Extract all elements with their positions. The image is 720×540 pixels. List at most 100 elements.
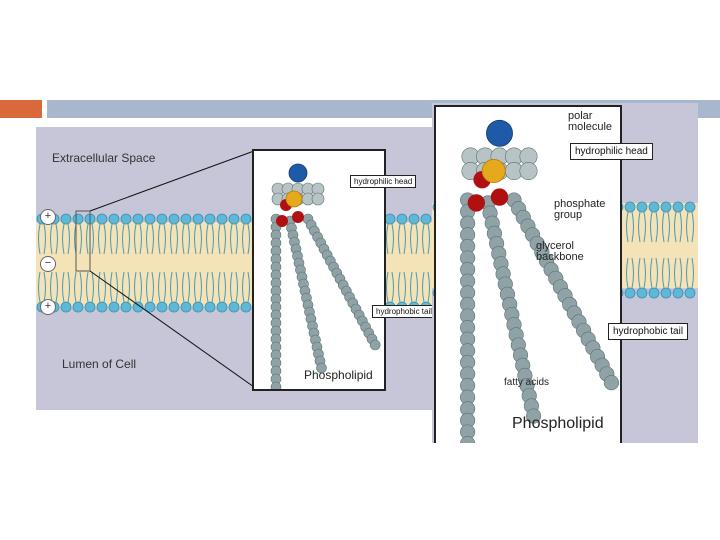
hydrophobic-tail-label: hydrophobic tail xyxy=(608,323,689,340)
lipid-tail xyxy=(398,271,406,303)
lipid-tail xyxy=(422,223,430,255)
inset-title: Phospholipid xyxy=(304,368,373,382)
lipid-tail xyxy=(86,223,94,255)
tail-atom xyxy=(603,375,619,391)
lipid-head xyxy=(168,213,180,225)
lipid-head xyxy=(684,201,696,213)
phospholipid-inset: hydrophilic head hydrophobic tail Phosph… xyxy=(252,149,436,393)
lipid-head xyxy=(672,201,684,213)
lipid-tail xyxy=(182,223,190,255)
lipid-head xyxy=(660,287,672,299)
lipid-head xyxy=(420,213,432,225)
backbone-atom xyxy=(311,192,325,206)
lipid-head xyxy=(144,301,156,313)
lipid-head xyxy=(96,301,108,313)
oxygen-atom xyxy=(467,194,485,212)
lipid-tail xyxy=(194,223,202,255)
lipid-head xyxy=(180,213,192,225)
phospholipid-illustration-small xyxy=(270,163,381,393)
lipid-tail xyxy=(38,223,46,255)
lipid-tail xyxy=(662,257,670,289)
lipid-tail xyxy=(386,271,394,303)
lipid-head xyxy=(108,301,120,313)
lipid-tail xyxy=(62,271,70,303)
lipid-tail xyxy=(98,223,106,255)
lipid-tail xyxy=(74,271,82,303)
lipid-tail xyxy=(422,271,430,303)
lipid-head xyxy=(660,201,672,213)
lipid-tail xyxy=(110,223,118,255)
lipid-tail xyxy=(638,257,646,289)
lipid-tail xyxy=(146,271,154,303)
lipid-tail xyxy=(662,211,670,243)
lipid-head xyxy=(228,213,240,225)
lipid-tail xyxy=(218,223,226,255)
lipid-head xyxy=(132,213,144,225)
hydrophilic-head-label: hydrophilic head xyxy=(570,143,653,160)
lipid-head xyxy=(672,287,684,299)
lipid-head xyxy=(396,213,408,225)
positive-charge-icon-bottom: + xyxy=(40,299,56,315)
lipid-tail xyxy=(170,271,178,303)
detail-figure: polar molecule hydrophilic head phosphat… xyxy=(432,103,698,443)
lipid-head xyxy=(156,301,168,313)
lipid-tail xyxy=(134,271,142,303)
lipid-head xyxy=(60,213,72,225)
lipid-head xyxy=(156,213,168,225)
lipid-head xyxy=(216,301,228,313)
lipid-tail xyxy=(398,223,406,255)
lipid-head xyxy=(408,213,420,225)
backbone-atom xyxy=(519,161,538,180)
accent-bar xyxy=(0,100,42,118)
lipid-head xyxy=(636,287,648,299)
lipid-tail xyxy=(86,271,94,303)
lipid-tail xyxy=(386,223,394,255)
polar-molecule-label: polar molecule xyxy=(568,110,613,133)
lipid-head xyxy=(624,287,636,299)
lipid-tail xyxy=(230,271,238,303)
lipid-head xyxy=(72,213,84,225)
lipid-head xyxy=(84,301,96,313)
lipid-head xyxy=(96,213,108,225)
polar-head-atom xyxy=(486,119,513,147)
extracellular-label: Extracellular Space xyxy=(52,151,156,165)
tail-atom xyxy=(270,381,282,393)
lipid-head xyxy=(180,301,192,313)
lipid-head xyxy=(228,301,240,313)
lipid-head xyxy=(108,213,120,225)
oxygen-atom xyxy=(490,188,509,206)
phospholipid-detail: polar molecule hydrophilic head phosphat… xyxy=(434,105,689,443)
lipid-head xyxy=(144,213,156,225)
lipid-tail xyxy=(410,271,418,303)
lipid-head xyxy=(72,301,84,313)
lipid-tail xyxy=(122,223,130,255)
lipid-tail xyxy=(158,271,166,303)
lipid-head xyxy=(648,287,660,299)
lipid-tail xyxy=(62,223,70,255)
tail-atom xyxy=(460,436,476,443)
phospholipid-illustration-large xyxy=(460,119,619,443)
hydrophobic-tail-callout: hydrophobic tail xyxy=(372,305,436,318)
lipid-tail xyxy=(98,271,106,303)
lipid-tail xyxy=(50,223,58,255)
lipid-tail xyxy=(674,211,682,243)
phosphorus-atom xyxy=(481,159,506,184)
tail-atom xyxy=(316,362,327,374)
detail-title: Phospholipid xyxy=(512,415,604,432)
lipid-head xyxy=(60,301,72,313)
polar-head-atom xyxy=(288,163,308,183)
lipid-tail xyxy=(218,271,226,303)
oxygen-atom xyxy=(276,215,288,227)
glycerol-backbone-label: glycerol backbone xyxy=(536,240,584,263)
lipid-tail xyxy=(626,257,634,289)
lipid-head xyxy=(120,301,132,313)
lipid-head xyxy=(216,213,228,225)
lipid-tail xyxy=(206,223,214,255)
lipid-head xyxy=(192,301,204,313)
lipid-tail xyxy=(674,257,682,289)
lipid-tail xyxy=(170,223,178,255)
lipid-tail xyxy=(686,211,694,243)
tail-atom xyxy=(369,339,381,351)
lipid-tail xyxy=(146,223,154,255)
lipid-head xyxy=(684,287,696,299)
